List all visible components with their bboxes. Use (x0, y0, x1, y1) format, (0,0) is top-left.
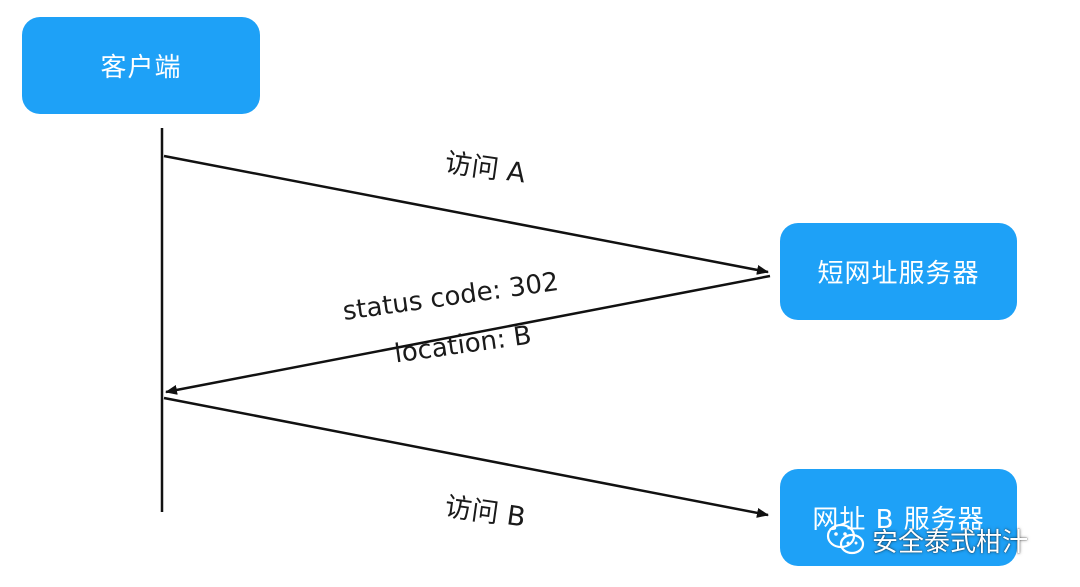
short-url-server-label: 短网址服务器 (817, 259, 980, 289)
watermark: 安全泰式柑汁 (826, 520, 1028, 560)
watermark-text: 安全泰式柑汁 (872, 527, 1029, 558)
arrow-visit-b (163, 396, 769, 518)
client-node: 客户端 (22, 17, 260, 114)
wechat-icon (826, 523, 865, 555)
arrow-visit-a (163, 154, 769, 275)
short-url-server-node: 短网址服务器 (780, 223, 1017, 320)
arrow-redirect-302 (165, 274, 771, 395)
client-node-label: 客户端 (100, 53, 182, 83)
url-b-server-node: 网址 B 服务器 (780, 469, 1017, 566)
url-b-server-label: 网址 B 服务器 (812, 505, 985, 535)
